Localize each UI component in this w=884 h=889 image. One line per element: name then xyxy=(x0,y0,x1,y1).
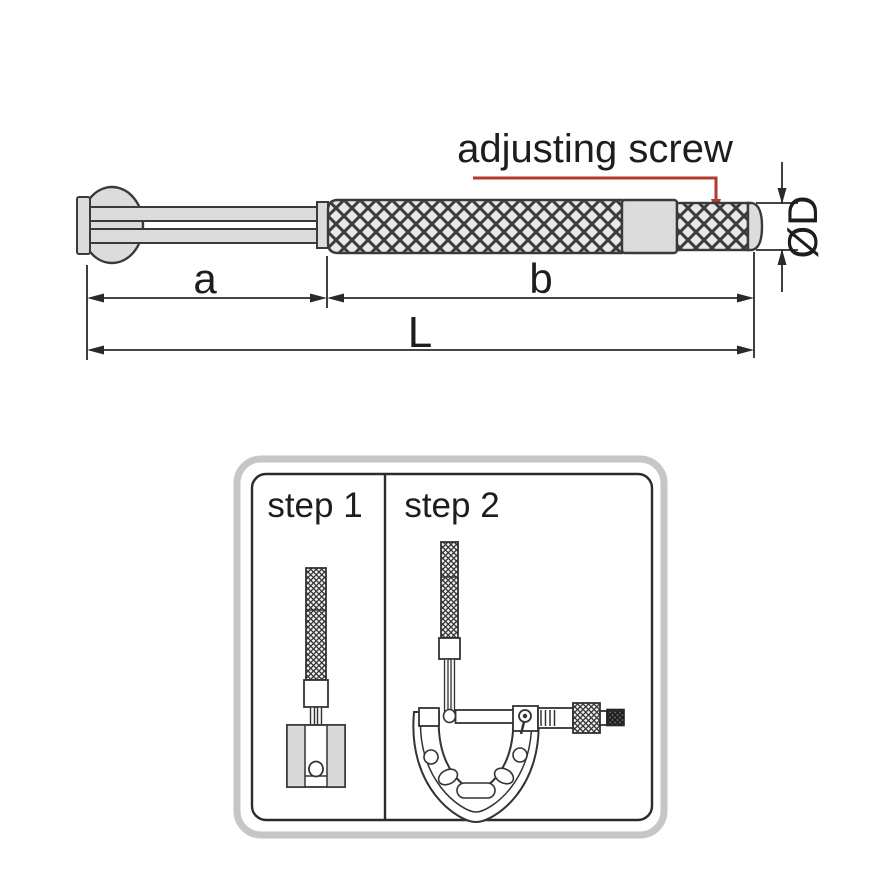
step1-workpiece-right-wall xyxy=(326,724,346,788)
gauge-diagram: adjusting screw a xyxy=(76,127,826,360)
micrometer-anvil xyxy=(418,707,440,727)
step2-gauge-collar xyxy=(438,637,461,660)
step1-label: step 1 xyxy=(267,486,362,525)
step2-label: step 2 xyxy=(404,486,499,525)
split-shaft-lower-bar xyxy=(87,228,318,244)
micrometer-lock-lever xyxy=(519,721,526,735)
step2-gauge-prong-left xyxy=(443,658,449,712)
step1-gauge-collar xyxy=(303,679,329,708)
micrometer-frame-hole-bottom xyxy=(456,782,496,799)
steps-panel: step 1 step 2 xyxy=(233,455,668,839)
micrometer-frame-hole-lower-right xyxy=(493,767,515,785)
step2-gauge-ball-tip xyxy=(442,708,457,724)
dimension-b: b xyxy=(327,252,755,358)
dim-D-arrow-down xyxy=(777,188,787,204)
handle-knurl xyxy=(326,198,624,255)
step1-illustration xyxy=(286,567,346,788)
dimension-diameter: ØD xyxy=(756,162,826,292)
adjusting-screw-leader-line xyxy=(473,176,718,200)
dim-a-arrow-right xyxy=(310,293,327,303)
dim-L-arrow-left xyxy=(87,345,104,355)
micrometer-lock-pin xyxy=(522,713,528,719)
step1-gauge-ball-tip xyxy=(308,760,324,778)
dim-D-label: ØD xyxy=(779,196,826,259)
shaft-collar xyxy=(316,201,329,249)
adjusting-screw-callout: adjusting screw xyxy=(457,127,733,214)
step1-workpiece-left-wall xyxy=(286,724,306,788)
adjusting-screw-knurl xyxy=(675,201,750,252)
dim-b-arrow-left xyxy=(327,293,344,303)
adjusting-screw-label: adjusting screw xyxy=(457,127,733,171)
micrometer-frame-hole-right xyxy=(512,747,528,763)
ball-flat-face xyxy=(76,196,91,255)
dim-L-arrow-right xyxy=(737,345,754,355)
dimension-length: L xyxy=(87,308,754,357)
micrometer-thimble xyxy=(572,702,601,734)
micrometer-sleeve xyxy=(537,707,574,729)
step2-gauge-prong-right xyxy=(450,658,456,712)
step2-gauge-knurl xyxy=(440,541,459,639)
micrometer-frame-hole-lower-left xyxy=(437,768,459,786)
dim-b-label: b xyxy=(529,255,552,302)
handle-smooth-section xyxy=(620,198,679,255)
gauge-body xyxy=(76,185,764,265)
dim-L-label: L xyxy=(408,308,432,357)
dim-b-arrow-right xyxy=(737,293,754,303)
dim-a-arrow-left xyxy=(87,293,104,303)
dim-D-arrow-up xyxy=(777,249,787,265)
step1-gauge-knurl xyxy=(305,567,327,681)
micrometer-frame-hole-left xyxy=(423,749,439,765)
end-cap xyxy=(746,201,764,252)
split-shaft-upper-bar xyxy=(87,206,318,222)
dim-a-label: a xyxy=(193,255,217,302)
dimension-a: a xyxy=(86,255,328,360)
micrometer-ratchet-stem xyxy=(599,710,608,726)
micrometer-ratchet xyxy=(606,708,625,727)
step2-illustration xyxy=(412,541,625,824)
micrometer-sleeve-graduations xyxy=(540,710,556,726)
micrometer-spindle xyxy=(454,709,515,724)
